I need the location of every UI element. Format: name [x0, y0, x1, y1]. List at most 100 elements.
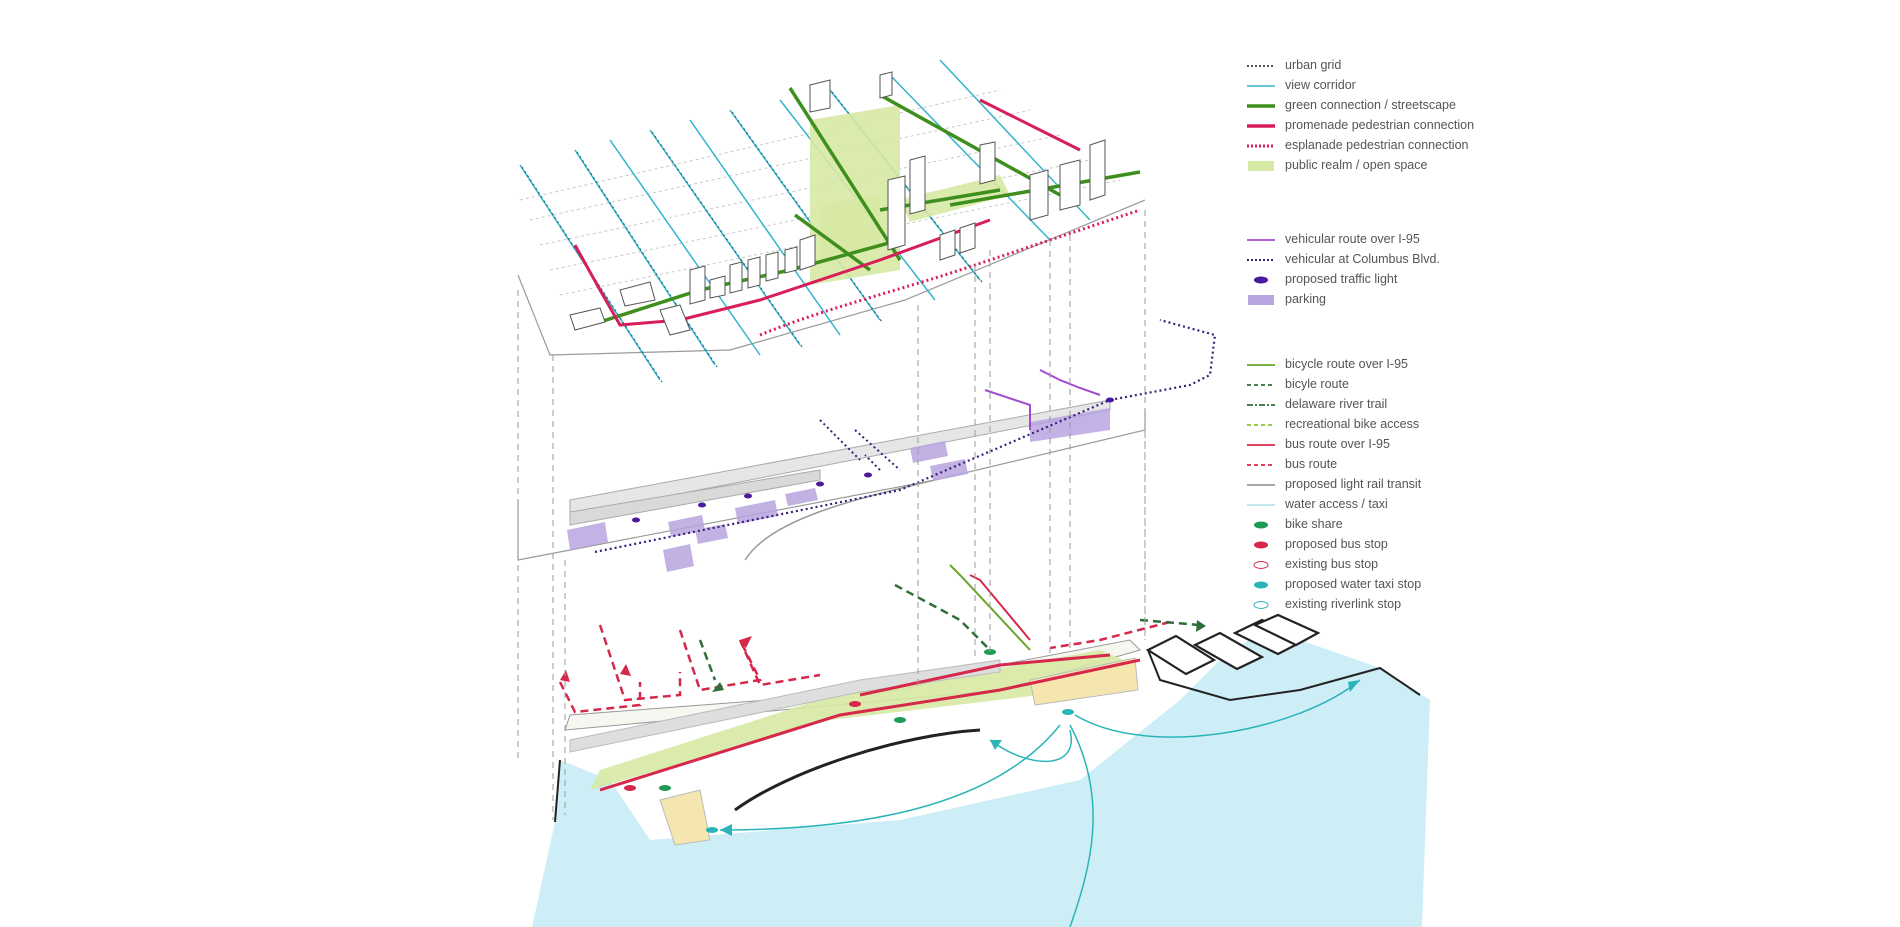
legend-swatch: [1246, 518, 1276, 532]
building: [799, 234, 816, 271]
legend-swatch: [1246, 538, 1276, 552]
legend-label: green connection / streetscape: [1285, 98, 1456, 112]
parking-lot: [735, 500, 778, 524]
legend-item: recreational bike access: [1240, 415, 1560, 435]
legend-swatch: [1246, 99, 1276, 113]
vehicular-dotted-branch: [819, 419, 901, 471]
bike-share: [659, 785, 671, 791]
legend-label: existing bus stop: [1285, 557, 1379, 571]
proposed-traffic-light: [864, 472, 872, 478]
legend-label: recreational bike access: [1285, 417, 1420, 431]
water-taxi-arrow: [720, 824, 732, 836]
pier: [1252, 613, 1321, 647]
legend-item: existing riverlink stop: [1240, 595, 1560, 615]
bottom-yellow-plaza: [659, 789, 711, 846]
building: [1089, 139, 1106, 201]
bus-routes: [558, 620, 1171, 714]
legend-label: promenade pedestrian connection: [1285, 118, 1475, 132]
legend-swatch: [1246, 578, 1276, 592]
legend-item: bus route: [1240, 455, 1560, 475]
legend-label: water access / taxi: [1285, 497, 1388, 511]
building: [765, 251, 779, 282]
building: [709, 275, 726, 299]
legend-item: vehicular at Columbus Blvd.: [1240, 250, 1560, 270]
legend-label: esplanade pedestrian connection: [1285, 138, 1469, 152]
bus-route-arrows: [560, 636, 752, 682]
building: [747, 256, 761, 289]
building: [659, 304, 691, 336]
legend-label: bus route over I-95: [1285, 437, 1390, 451]
legend-label: proposed water taxi stop: [1285, 577, 1422, 591]
legend-item: proposed bus stop: [1240, 535, 1560, 555]
legend-item: green connection / streetscape: [1240, 96, 1560, 116]
legend-label: bicyle route: [1285, 377, 1349, 391]
projection-lines: [517, 210, 1146, 820]
legend-label: vehicular route over I-95: [1285, 232, 1420, 246]
buildings: [569, 71, 1106, 336]
river-water: [532, 640, 1430, 927]
stop-markers: [624, 649, 1074, 833]
bus-route-arrow: [740, 636, 752, 648]
water-taxi-routes: [719, 679, 1361, 927]
proposed-traffic-light: [632, 517, 640, 523]
pier-breakwater: [734, 728, 981, 812]
building: [959, 222, 976, 254]
building: [887, 175, 906, 251]
vehicular-columbus-blvd: [594, 318, 1217, 554]
building: [619, 281, 656, 307]
proposed-bus-stop: [849, 701, 861, 707]
legend-label: vehicular at Columbus Blvd.: [1285, 252, 1440, 266]
legend-label: bicycle route over I-95: [1285, 357, 1408, 371]
pier: [1145, 634, 1217, 676]
building: [689, 265, 706, 305]
top-layer-plane: [517, 199, 1146, 356]
legend-swatch: [1246, 438, 1276, 452]
legend-swatch: [1246, 378, 1276, 392]
legend-item: bicycle route over I-95: [1240, 355, 1560, 375]
esplanade-connection: [759, 208, 1141, 337]
legend-swatch: [1246, 558, 1276, 572]
proposed-traffic-light: [744, 493, 752, 499]
legend-item: existing bus stop: [1240, 555, 1560, 575]
water-taxi-arrow: [990, 740, 1002, 750]
building: [879, 71, 893, 99]
view-corridors: [519, 59, 1091, 381]
legend-swatch: [1246, 159, 1276, 173]
bus-route-over-i95: [969, 574, 1031, 641]
legend-item: vehicular route over I-95: [1240, 230, 1560, 250]
proposed-bus-stop: [624, 785, 636, 791]
water-taxi-arrows: [720, 680, 1360, 836]
parking-lot: [567, 522, 608, 550]
legend-swatch: [1246, 253, 1276, 267]
proposed-traffic-light: [1106, 397, 1114, 403]
parking-lot: [910, 441, 948, 463]
bottom-red-edge: [859, 653, 1111, 697]
legend-swatch: [1246, 233, 1276, 247]
legend-swatch: [1246, 358, 1276, 372]
bottom-red-edge: [599, 658, 1141, 792]
urban-grid: [519, 89, 1121, 296]
legend-item: parking: [1240, 290, 1560, 310]
proposed-water-taxi-stop: [1062, 709, 1074, 715]
legend-label: bike share: [1285, 517, 1343, 531]
legend-item: esplanade pedestrian connection: [1240, 136, 1560, 156]
legend-item: bicyle route: [1240, 375, 1560, 395]
traffic-lights: [632, 397, 1114, 523]
legend-swatch: [1246, 498, 1276, 512]
water-taxi-arrow: [1348, 680, 1360, 692]
public-realm-open-space: [820, 195, 880, 260]
legend-item: promenade pedestrian connection: [1240, 116, 1560, 136]
parking-lot: [785, 488, 818, 506]
parking-lot: [663, 544, 694, 572]
legend-item: proposed traffic light: [1240, 270, 1560, 290]
building: [909, 155, 926, 215]
pier: [1192, 631, 1265, 671]
bottom-layer: [532, 564, 1430, 927]
bicycle-route-over-i95: [949, 564, 1031, 651]
legend-item: bus route over I-95: [1240, 435, 1560, 455]
legend-item: public realm / open space: [1240, 156, 1560, 176]
proposed-traffic-light: [816, 481, 824, 487]
legend-item: delaware river trail: [1240, 395, 1560, 415]
legend-label: delaware river trail: [1285, 397, 1388, 411]
